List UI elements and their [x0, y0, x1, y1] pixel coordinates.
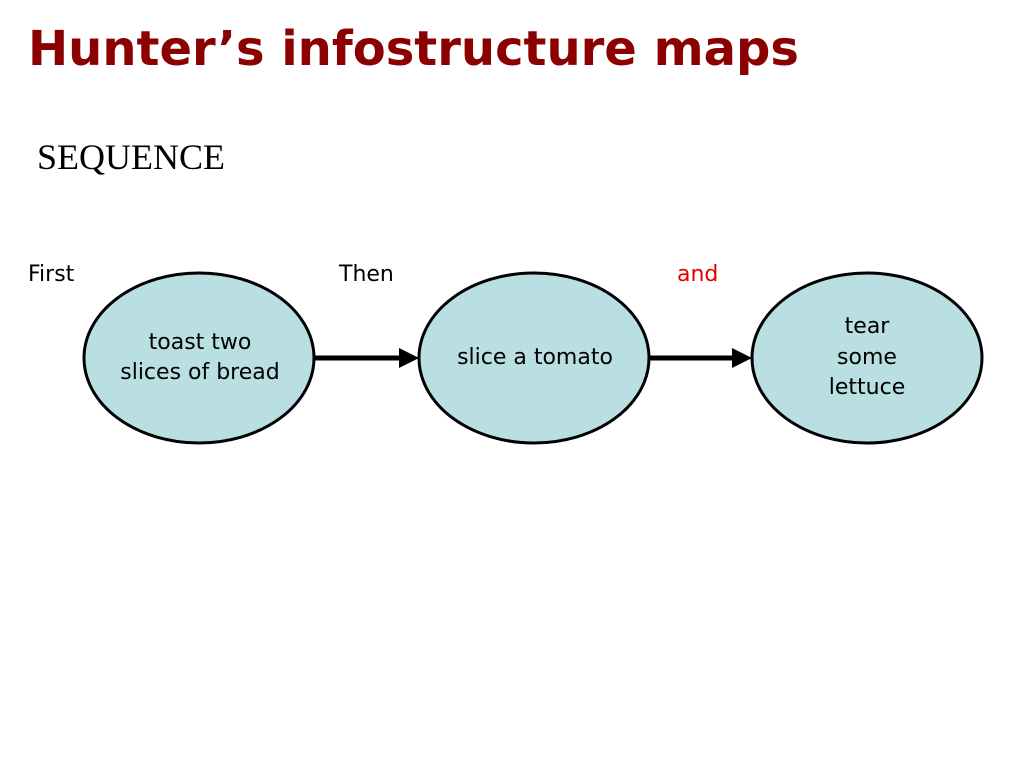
sequence-node-2-label: slice a tomato	[457, 344, 613, 370]
connector-word-and: and	[677, 262, 719, 287]
sequence-node-1-label: toast two slices of bread	[120, 329, 280, 385]
section-label: SEQUENCE	[37, 137, 225, 177]
connector-word-first: First	[28, 262, 75, 287]
slide-title: Hunter’s infostructure maps	[28, 21, 799, 77]
sequence-node-3	[750, 271, 984, 445]
connector-word-then: Then	[339, 262, 394, 287]
sequence-node-3-label: tear some lettuce	[828, 314, 906, 401]
